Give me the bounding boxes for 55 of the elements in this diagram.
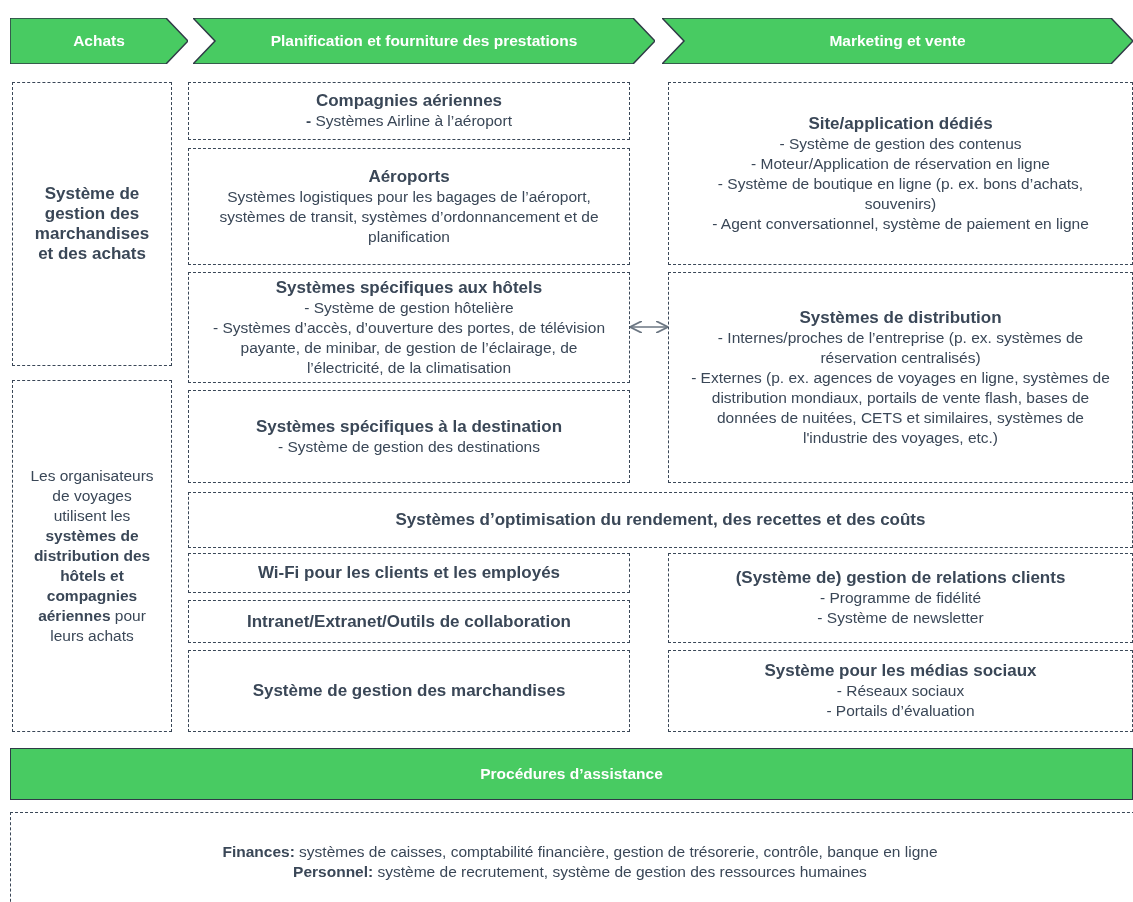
- system-box: [188, 650, 630, 732]
- system-box: [10, 812, 1133, 902]
- box-heading: Intranet/Extranet/Outils de collaboration: [247, 611, 571, 632]
- stage-banner: [662, 18, 1133, 64]
- list-item: - Externes (p. ex. agences de voyages en ligne, systèmes de distribution mondiaux, portails de vente flash, bases de données de nuitées, CETS et similaires, systèmes de l'industrie des voyages, etc.): [690, 367, 1111, 448]
- stage-banner: [10, 18, 188, 64]
- box-heading: Système de gestion des marchandises: [252, 681, 566, 701]
- box-heading: Site/application dédiés: [808, 113, 993, 134]
- list-item: - Moteur/Application de réservation en ligne: [751, 153, 1050, 174]
- section-title: Procédures d’assistance: [480, 764, 663, 784]
- system-box: [188, 272, 630, 383]
- list-item: - Réseaux sociaux: [836, 681, 965, 701]
- list-item: - Système de gestion des contenus: [779, 133, 1022, 154]
- system-box: [668, 272, 1133, 483]
- system-box: [188, 492, 1133, 548]
- box-heading: Aéroports: [368, 166, 450, 187]
- list-item: - Systèmes Airline à l’aéroport: [306, 111, 512, 131]
- system-box: [668, 650, 1133, 732]
- list-item: - Système de gestion hôtelière: [304, 297, 514, 318]
- stage-title: Planification et fourniture des prestations: [270, 31, 578, 51]
- stage-banner: [193, 18, 655, 64]
- stage-title: Marketing et vente: [829, 31, 966, 51]
- system-box: [12, 82, 172, 366]
- list-item: - Internes/proches de l’entreprise (p. ex. systèmes de réservation centralisés): [716, 327, 1085, 368]
- list-item: Personnel: système de recrutement, système de gestion des ressources humaines: [293, 862, 867, 882]
- system-box: [188, 600, 630, 643]
- list-item: - Agent conversationnel, système de paiement en ligne: [712, 213, 1089, 234]
- list-item: - Systèmes d’accès, d’ouverture des portes, de télévision payante, de minibar, de gestion de l’éclairage, de l’électricité, de la climatisation: [212, 317, 606, 378]
- description-text: Les organisateurs de voyages utilisent les systèmes de distribution des hôtels et compagnies aériennes pour leurs achats: [29, 466, 155, 646]
- list-item: - Programme de fidélité: [819, 588, 982, 608]
- box-heading: Systèmes spécifiques aux hôtels: [275, 277, 543, 298]
- stage-title: Achats: [73, 31, 125, 51]
- list-item: - Système de newsletter: [817, 608, 984, 628]
- system-box: [188, 390, 630, 483]
- box-heading: Système de gestion des marchandises et des achats: [33, 184, 151, 264]
- support-banner: [10, 748, 1133, 800]
- box-heading: Systèmes de distribution: [799, 307, 1002, 328]
- system-box: [188, 82, 630, 140]
- system-box: [12, 380, 172, 732]
- system-box: [188, 553, 630, 593]
- box-heading: Systèmes d’optimisation du rendement, des recettes et des coûts: [395, 510, 926, 530]
- box-heading: Wi-Fi pour les clients et les employés: [257, 563, 561, 583]
- box-heading: Système pour les médias sociaux: [764, 661, 1037, 681]
- box-heading: Systèmes spécifiques à la destination: [255, 416, 563, 437]
- double-arrow: [629, 320, 669, 334]
- list-item: Systèmes logistiques pour les bagages de l’aéroport, systèmes de transit, systèmes d’ordonnancement et de planification: [218, 186, 600, 247]
- list-item: Finances: systèmes de caisses, comptabilité financière, gestion de trésorerie, contrôle, banque en ligne: [222, 842, 938, 862]
- system-box: [668, 553, 1133, 643]
- list-item: - Portails d’évaluation: [826, 701, 975, 721]
- list-item: - Système de boutique en ligne (p. ex. bons d’achats, souvenirs): [716, 173, 1085, 214]
- box-heading: (Système de) gestion de relations clients: [735, 568, 1066, 588]
- system-box: [188, 148, 630, 265]
- system-box: [668, 82, 1133, 265]
- box-heading: Compagnies aériennes: [315, 91, 503, 111]
- list-item: - Système de gestion des destinations: [278, 436, 540, 457]
